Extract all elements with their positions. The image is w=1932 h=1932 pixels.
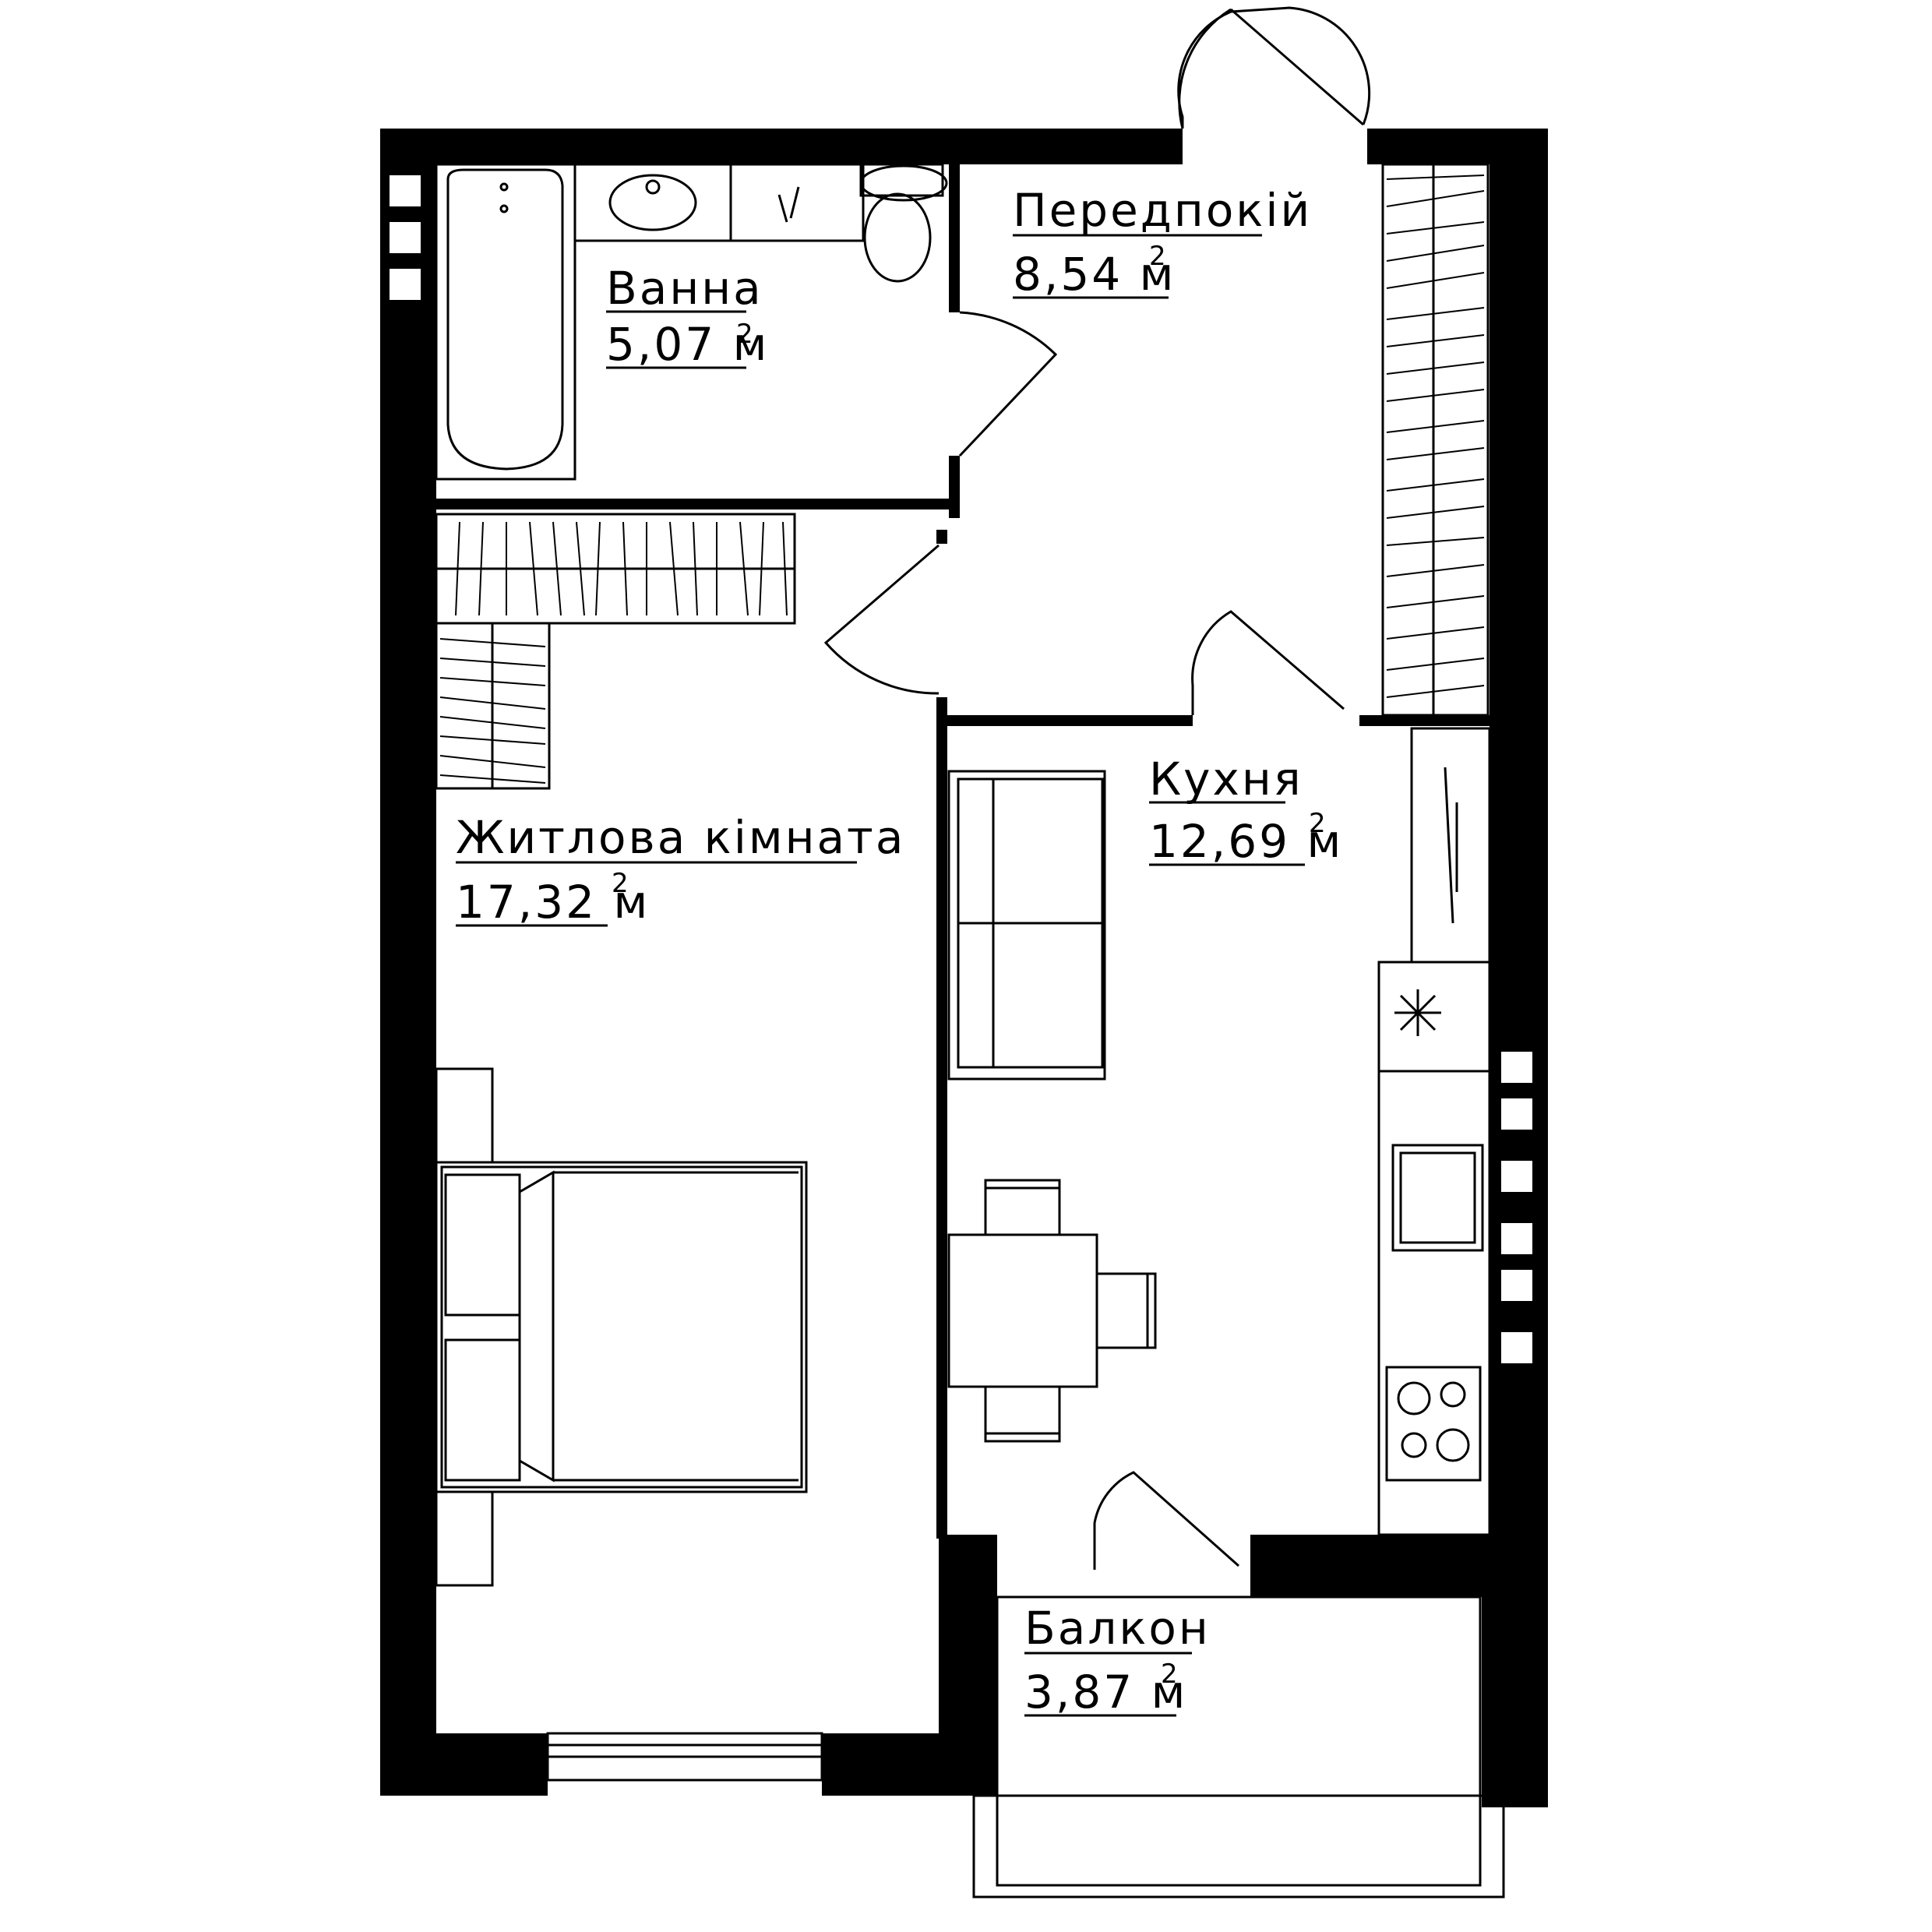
wardrobes bbox=[435, 163, 1490, 790]
wardrobe-hatching bbox=[439, 175, 1485, 784]
room-label-hallway: Передпокій 8,54 м 2 bbox=[1013, 184, 1312, 301]
unit-superscript: 2 bbox=[736, 319, 753, 350]
living-room-furniture bbox=[435, 1067, 808, 1587]
room-area: 3,87 м bbox=[1024, 1666, 1187, 1719]
kitchen-furniture bbox=[947, 727, 1491, 1536]
room-name: Балкон bbox=[1024, 1602, 1211, 1655]
walls bbox=[380, 129, 1548, 1807]
unit-superscript: 2 bbox=[612, 868, 629, 899]
balcony-outline bbox=[972, 1595, 1505, 1899]
room-name: Передпокій bbox=[1013, 184, 1312, 237]
room-area: 5,07 м bbox=[606, 318, 769, 371]
room-name: Кухня bbox=[1149, 753, 1303, 806]
room-label-kitchen: Кухня 12,69 м 2 bbox=[1149, 753, 1343, 868]
living-room-window bbox=[546, 1732, 823, 1782]
room-label-balcony: Балкон 3,87 м 2 bbox=[1024, 1602, 1211, 1719]
room-area: 8,54 м bbox=[1013, 248, 1176, 301]
room-label-bathroom: Ванна 5,07 м 2 bbox=[606, 262, 769, 371]
room-area: 12,69 м bbox=[1149, 815, 1343, 868]
room-label-living-room: Житлова кімната 17,32 м 2 bbox=[456, 811, 905, 929]
room-area: 17,32 м bbox=[456, 876, 650, 929]
unit-superscript: 2 bbox=[1149, 241, 1166, 272]
room-name: Ванна bbox=[606, 262, 763, 315]
doors[interactable] bbox=[823, 6, 1371, 1570]
unit-superscript: 2 bbox=[1161, 1659, 1178, 1690]
room-name: Житлова кімната bbox=[456, 811, 905, 864]
unit-superscript: 2 bbox=[1309, 808, 1326, 839]
bathroom-fixtures bbox=[435, 163, 948, 481]
